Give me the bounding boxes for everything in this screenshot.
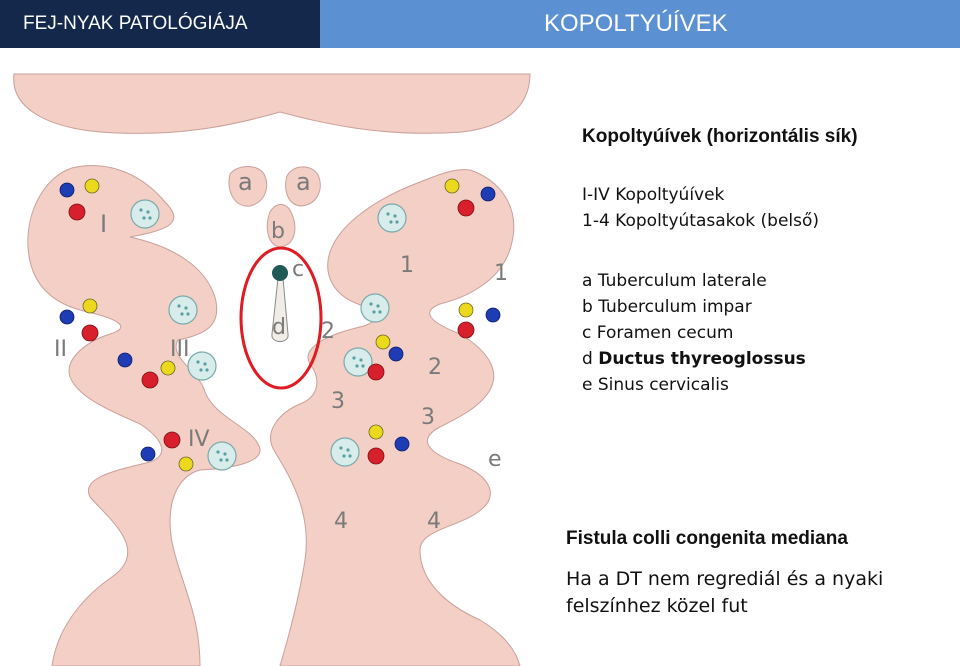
top-tissue [13, 73, 531, 134]
label-b: b [271, 219, 285, 244]
left-arches [27, 165, 261, 666]
label-pouch-1-right: 1 [494, 261, 508, 286]
right-arches [270, 169, 521, 666]
label-pouch-2-left: 2 [321, 319, 335, 344]
blue-dots [59, 182, 501, 462]
label-pouch-1-left: 1 [400, 253, 414, 278]
branchial-arches-diagram: a a b c d e I II III IV 1 1 2 2 3 3 4 4 [13, 73, 531, 666]
label-pouch-2-right: 2 [428, 355, 442, 380]
tuberculum-laterale-left [228, 166, 268, 207]
legend-title: Kopoltyúívek (horizontális sík) [582, 126, 858, 147]
legend-item: c Foramen cecum [582, 323, 734, 343]
tissue-shapes [13, 73, 531, 666]
fistula-description: Ha a DT nem regrediál és a nyaki felszín… [566, 568, 884, 617]
legend-item: b Tuberculum impar [582, 297, 752, 317]
yellow-dots [82, 178, 474, 472]
label-pouch-4-left: 4 [334, 509, 348, 534]
legend-line-pouches: 1-4 Kopoltyútasakok (belső) [582, 211, 820, 231]
legend-arches-list: I-IV Kopoltyúívek 1-4 Kopoltyútasakok (b… [582, 182, 819, 234]
label-pouch-4-right: 4 [427, 509, 441, 534]
highlight-circle [239, 246, 323, 390]
tuberculum-laterale-right [285, 166, 321, 207]
label-d: d [272, 315, 286, 340]
fistula-title: Fistula colli congenita mediana [566, 528, 848, 549]
label-pouch-3-right: 3 [421, 405, 435, 430]
label-arch-I: I [100, 210, 107, 238]
legend-items-list: a Tuberculum laterale b Tuberculum impar… [582, 268, 806, 398]
legend-line-arches: I-IV Kopoltyúívek [582, 185, 725, 205]
label-arch-II: II [54, 337, 67, 362]
label-arch-IV: IV [188, 427, 210, 452]
label-a-right: a [296, 168, 311, 196]
label-pouch-3-left: 3 [331, 389, 345, 414]
legend-item: e Sinus cervicalis [582, 375, 729, 395]
header-right-title: KOPOLTYÚÍVEK [320, 0, 960, 48]
legend-item: d Ductus thyreoglossus [582, 349, 806, 369]
label-arch-III: III [170, 337, 189, 362]
label-c: c [292, 257, 304, 282]
tuberculum-impar [266, 204, 296, 248]
header-left-title: FEJ-NYAK PATOLÓGIÁJA [0, 0, 320, 48]
label-a-left: a [238, 168, 253, 196]
ductus-thyreoglossus [271, 277, 289, 342]
cartilage-discs [130, 199, 407, 471]
red-dots [68, 199, 475, 465]
legend-item: a Tuberculum laterale [582, 271, 767, 291]
label-e: e [488, 447, 502, 472]
foramen-cecum-dot [272, 265, 288, 281]
